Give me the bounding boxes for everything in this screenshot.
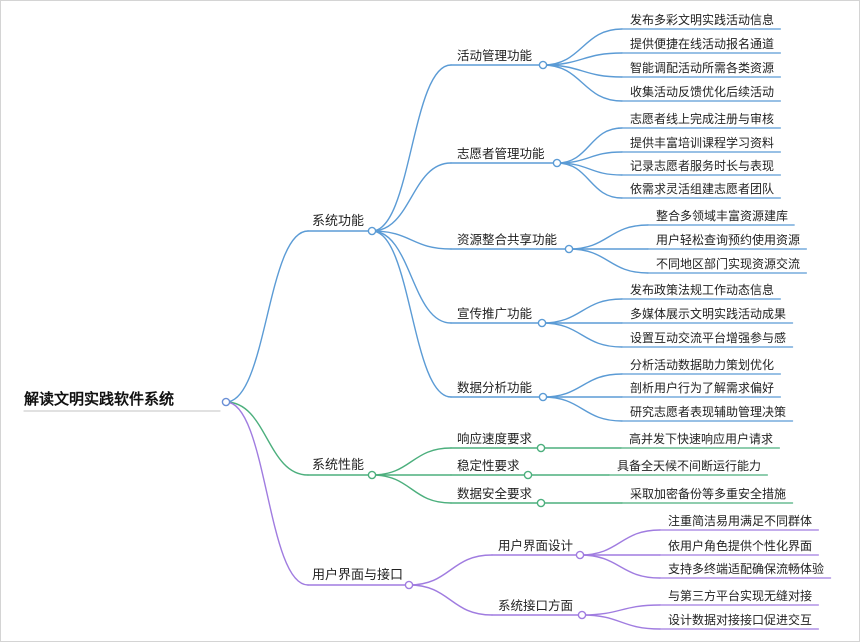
connector-line (371, 447, 452, 476)
connector-line (542, 373, 623, 398)
leaf-topic[interactable]: 记录志愿者服务时长与表现 (630, 159, 775, 173)
connector-line (581, 604, 661, 616)
root-collapse-dot[interactable] (221, 397, 231, 407)
sub-branch-label[interactable]: 活动管理功能 (457, 48, 533, 63)
connector-line (579, 554, 661, 579)
connector-line (371, 474, 452, 504)
leaf-topic[interactable]: 研究志愿者表现辅助管理决策 (630, 405, 787, 419)
sub-branch-collapse-dot[interactable] (575, 550, 585, 560)
connector-line (542, 396, 623, 422)
leaf-topic[interactable]: 采取加密备份等多重安全措施 (630, 487, 787, 501)
leaf-topic[interactable]: 发布多彩文明实践活动信息 (630, 13, 775, 27)
leaf-topic[interactable]: 发布政策法规工作动态信息 (630, 283, 775, 297)
connector-line (408, 554, 493, 586)
leaf-topic[interactable]: 分析活动数据助力策划优化 (630, 358, 775, 372)
leaf-topic[interactable]: 注重简洁易用满足不同群体 (668, 514, 813, 528)
sub-branch-collapse-dot[interactable] (537, 318, 547, 328)
leaf-topic[interactable]: 用户轻松查询预约使用资源 (656, 233, 801, 247)
sub-branch-collapse-dot[interactable] (536, 443, 546, 453)
connector-line (581, 614, 661, 630)
leaf-topic[interactable]: 提供便捷在线活动报名通道 (630, 37, 775, 51)
branch-collapse-dot[interactable] (367, 226, 377, 236)
sub-branch-collapse-dot[interactable] (564, 244, 574, 254)
connector-line (225, 230, 309, 403)
sub-branch-collapse-dot[interactable] (523, 470, 533, 480)
branch-1-label[interactable]: 系统性能 (312, 458, 365, 473)
sub-branch-collapse-dot[interactable] (536, 498, 546, 508)
connector-line (579, 529, 661, 556)
connector-line (556, 162, 623, 199)
connector-line (371, 64, 452, 232)
connector-line (541, 322, 623, 348)
connector-line (371, 230, 452, 324)
leaf-topic[interactable]: 不同地区部门实现资源交流 (656, 257, 801, 271)
connector-line (371, 162, 452, 232)
connector-line (568, 224, 649, 250)
connector-line (371, 230, 452, 398)
connector-line (225, 401, 309, 476)
connector-line (408, 584, 493, 616)
leaf-topic[interactable]: 支持多终端适配确保流畅体验 (668, 562, 825, 576)
connector-line (371, 230, 452, 250)
sub-branch-label[interactable]: 资源整合共享功能 (457, 232, 558, 247)
sub-branch-label[interactable]: 数据分析功能 (457, 380, 533, 395)
sub-branch-collapse-dot[interactable] (538, 60, 548, 70)
leaf-topic[interactable]: 收集活动反馈优化后续活动 (630, 85, 775, 99)
sub-branch-collapse-dot[interactable] (552, 158, 562, 168)
sub-branch-collapse-dot[interactable] (577, 610, 587, 620)
sub-branch-label[interactable]: 稳定性要求 (457, 458, 520, 473)
leaf-topic[interactable]: 具备全天候不间断运行能力 (617, 459, 762, 473)
leaf-topic[interactable]: 设计数据对接接口促进交互 (668, 613, 813, 627)
sub-branch-label[interactable]: 系统接口方面 (498, 598, 574, 613)
leaf-topic[interactable]: 高并发下快速响应用户请求 (629, 432, 774, 446)
connector-line (225, 401, 309, 586)
leaf-topic[interactable]: 依需求灵活组建志愿者团队 (630, 182, 775, 196)
leaf-topic[interactable]: 多媒体展示文明实践活动成果 (630, 307, 787, 321)
leaf-topic[interactable]: 提供丰富培训课程学习资料 (630, 136, 775, 150)
connector-line (542, 64, 623, 102)
branch-collapse-dot[interactable] (367, 470, 377, 480)
connector-line (542, 28, 623, 66)
leaf-topic[interactable]: 整合多领域丰富资源建库 (656, 209, 789, 223)
leaf-topic[interactable]: 依用户角色提供个性化界面 (668, 539, 813, 553)
leaf-topic[interactable]: 与第三方平台实现无缝对接 (668, 589, 813, 603)
sub-branch-label[interactable]: 宣传推广功能 (457, 306, 533, 321)
root-topic[interactable]: 解读文明实践软件系统 (24, 390, 175, 408)
sub-branch-label[interactable]: 数据安全要求 (457, 486, 533, 501)
sub-branch-label[interactable]: 志愿者管理功能 (457, 146, 545, 161)
connector-line (568, 248, 649, 274)
sub-branch-label[interactable]: 用户界面设计 (498, 538, 574, 553)
sub-branch-collapse-dot[interactable] (538, 392, 548, 402)
branch-collapse-dot[interactable] (404, 580, 414, 590)
sub-branch-label[interactable]: 响应速度要求 (457, 431, 533, 446)
branch-2-label[interactable]: 用户界面与接口 (312, 568, 404, 583)
leaf-topic[interactable]: 剖析用户行为了解需求偏好 (630, 381, 775, 395)
leaf-topic[interactable]: 智能调配活动所需各类资源 (630, 61, 775, 75)
connector-line (541, 298, 623, 324)
leaf-topic[interactable]: 志愿者线上完成注册与审核 (630, 112, 775, 126)
leaf-topic[interactable]: 设置互动交流平台增强参与感 (630, 331, 787, 345)
branch-0-label[interactable]: 系统功能 (312, 214, 365, 229)
